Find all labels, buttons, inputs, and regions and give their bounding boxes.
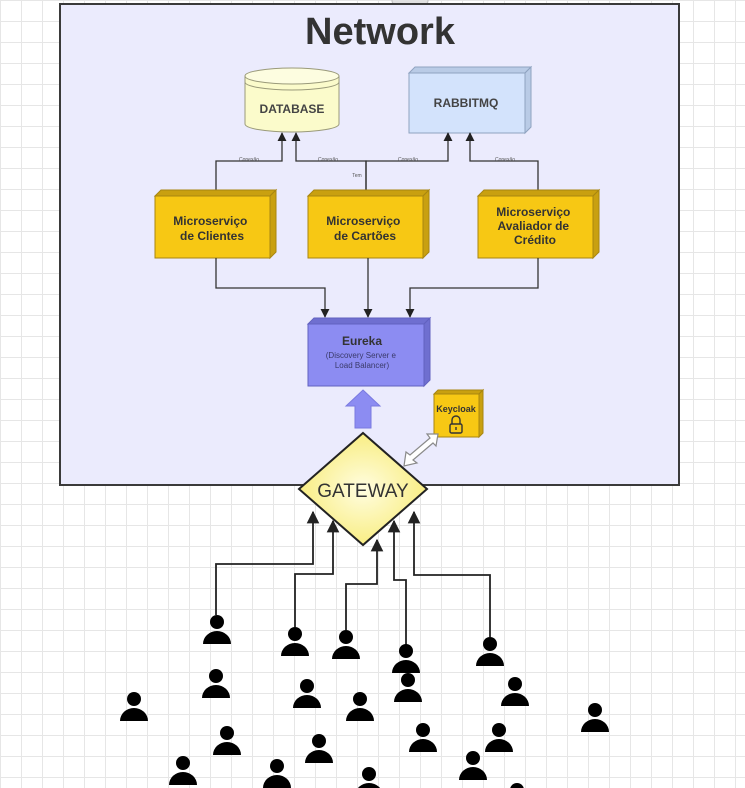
ms-clientes-line2: de Clientes	[180, 229, 244, 243]
ms-clientes-line1: Microserviço	[173, 214, 247, 228]
users-group	[120, 615, 609, 788]
eureka-sub-line2: Load Balancer)	[335, 361, 390, 370]
edge-label-cartoes-small: Tem	[352, 173, 361, 179]
user-icon[interactable]	[476, 637, 504, 666]
user-icon[interactable]	[485, 723, 513, 752]
user-icon[interactable]	[501, 677, 529, 706]
edge-label-cartoes-mq: Conexão	[398, 157, 418, 163]
user-icon[interactable]	[409, 723, 437, 752]
user-icon[interactable]	[581, 703, 609, 732]
rabbitmq-node[interactable]: RABBITMQ	[407, 65, 533, 135]
ms-avaliador-node[interactable]: Microserviço Avaliador de Crédito	[476, 188, 601, 260]
ms-avaliador-line3: Crédito	[514, 233, 556, 247]
eureka-node[interactable]: Eureka (Discovery Server e Load Balancer…	[306, 316, 432, 388]
user-icon[interactable]	[263, 759, 291, 788]
connectors-users	[215, 510, 491, 645]
user-icon[interactable]	[281, 627, 309, 656]
keycloak-label: Keycloak	[436, 404, 477, 414]
user-icon[interactable]	[203, 615, 231, 644]
gateway-label: GATEWAY	[317, 481, 409, 502]
ms-cartoes-line2: de Cartões	[334, 229, 396, 243]
ms-avaliador-line1: Microserviço	[496, 205, 570, 219]
connectors-top	[215, 132, 539, 190]
network-title: Network	[305, 11, 456, 53]
eureka-sub-line1: (Discovery Server e	[326, 351, 397, 360]
user-icon[interactable]	[510, 783, 524, 788]
eureka-title: Eureka	[342, 334, 382, 348]
lock-icon	[449, 415, 463, 434]
ms-clientes-node[interactable]: Microserviço de Clientes	[153, 188, 278, 260]
edge-label-avaliador-mq: Conexão	[495, 157, 515, 163]
user-icon[interactable]	[355, 767, 383, 788]
user-icon[interactable]	[332, 630, 360, 659]
ms-avaliador-line2: Avaliador de	[498, 219, 570, 233]
user-icon[interactable]	[459, 751, 487, 780]
rabbitmq-label: RABBITMQ	[434, 96, 499, 110]
database-node[interactable]: DATABASE	[244, 67, 340, 133]
user-icon[interactable]	[346, 692, 374, 721]
svg-text:Microserviço de Cartões: Microserviço de Cartões	[326, 214, 403, 243]
svg-text:(Discovery Server e Load: (Discovery Server e Load Balancer)	[326, 351, 398, 370]
user-icon[interactable]	[392, 644, 420, 673]
edge-label-cartoes-db: Conexão	[318, 157, 338, 163]
svg-text:Microserviço de Clientes: Microserviço de Clientes	[173, 214, 250, 243]
edge-label-clientes-db: Conexão	[239, 157, 259, 163]
gateway-node[interactable]: GATEWAY	[297, 431, 429, 547]
user-icon[interactable]	[213, 726, 241, 755]
user-icon[interactable]	[120, 692, 148, 721]
user-icon[interactable]	[293, 679, 321, 708]
svg-text:Microserviço Avaliador d: Microserviço Avaliador de Crédito	[496, 205, 573, 247]
user-icon[interactable]	[202, 669, 230, 698]
double-arrow-icon	[403, 433, 439, 467]
database-label: DATABASE	[260, 102, 325, 116]
ms-cartoes-node[interactable]: Microserviço de Cartões	[306, 188, 431, 260]
user-icon[interactable]	[394, 673, 422, 702]
keycloak-node[interactable]: Keycloak	[432, 388, 485, 439]
arrow-up-icon	[344, 389, 382, 429]
ms-cartoes-line1: Microserviço	[326, 214, 400, 228]
connectors-eureka	[215, 258, 539, 318]
user-icon[interactable]	[169, 756, 197, 785]
user-icon[interactable]	[305, 734, 333, 763]
